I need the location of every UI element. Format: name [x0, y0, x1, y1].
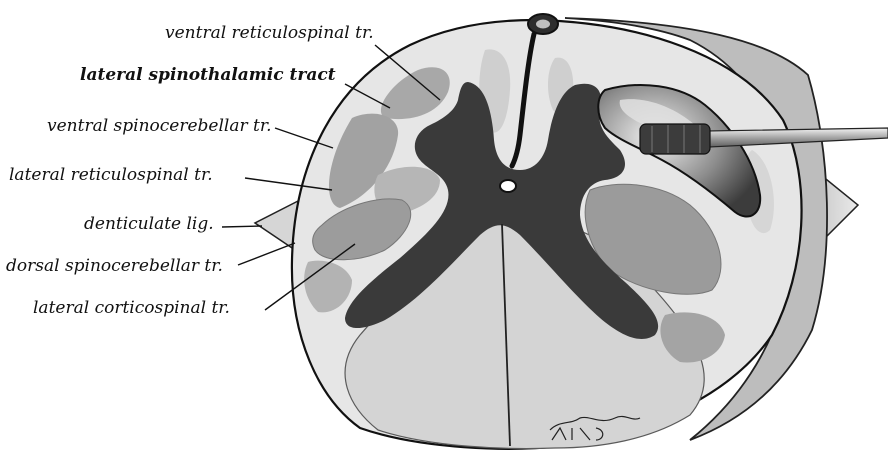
- label-ventral-reticulospinal: ventral reticulospinal tr.: [165, 23, 374, 43]
- label-ventral-spinocerebellar: ventral spinocerebellar tr.: [47, 116, 272, 136]
- label-denticulate-lig: denticulate lig.: [84, 214, 214, 234]
- label-lateral-spinothalamic: lateral spinothalamic tract: [80, 65, 336, 85]
- label-lateral-reticulospinal: lateral reticulospinal tr.: [9, 165, 213, 185]
- label-dorsal-spinocerebellar: dorsal spinocerebellar tr.: [6, 256, 223, 276]
- label-lateral-corticospinal: lateral corticospinal tr.: [33, 298, 230, 318]
- central-canal: [500, 180, 516, 192]
